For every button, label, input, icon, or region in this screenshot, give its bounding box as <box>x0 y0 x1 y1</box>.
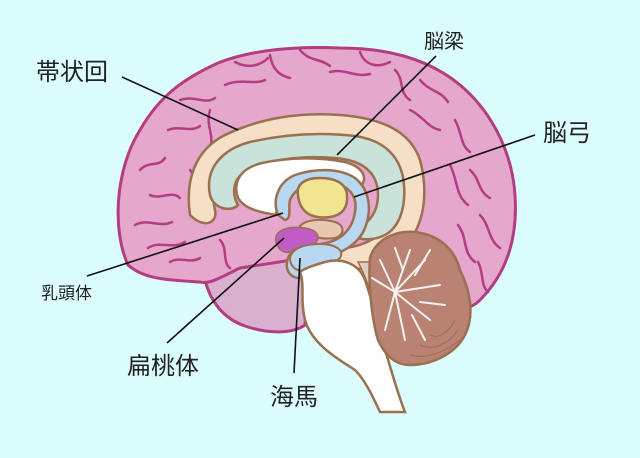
leader-line-amygdala <box>166 237 285 344</box>
leader-line-fornix <box>353 134 536 198</box>
label-fornix: 脳弓 <box>543 119 591 147</box>
label-corpus-callosum: 脳梁 <box>424 29 464 53</box>
leader-line-hippocampus <box>293 257 301 374</box>
label-hippocampus: 海馬 <box>270 383 318 411</box>
brainstem <box>298 259 407 414</box>
cerebellum <box>368 230 472 367</box>
label-amygdala: 扁桃体 <box>127 352 199 380</box>
leader-lines <box>86 55 536 374</box>
leader-line-mammillary-body <box>86 212 284 277</box>
leader-line-corpus-callosum <box>336 55 437 156</box>
label-mammillary-body: 乳頭体 <box>41 284 92 304</box>
label-cingulate-gyrus: 帯状回 <box>36 58 108 86</box>
thalamus <box>296 176 349 219</box>
leader-line-cingulate-gyrus <box>121 76 239 131</box>
